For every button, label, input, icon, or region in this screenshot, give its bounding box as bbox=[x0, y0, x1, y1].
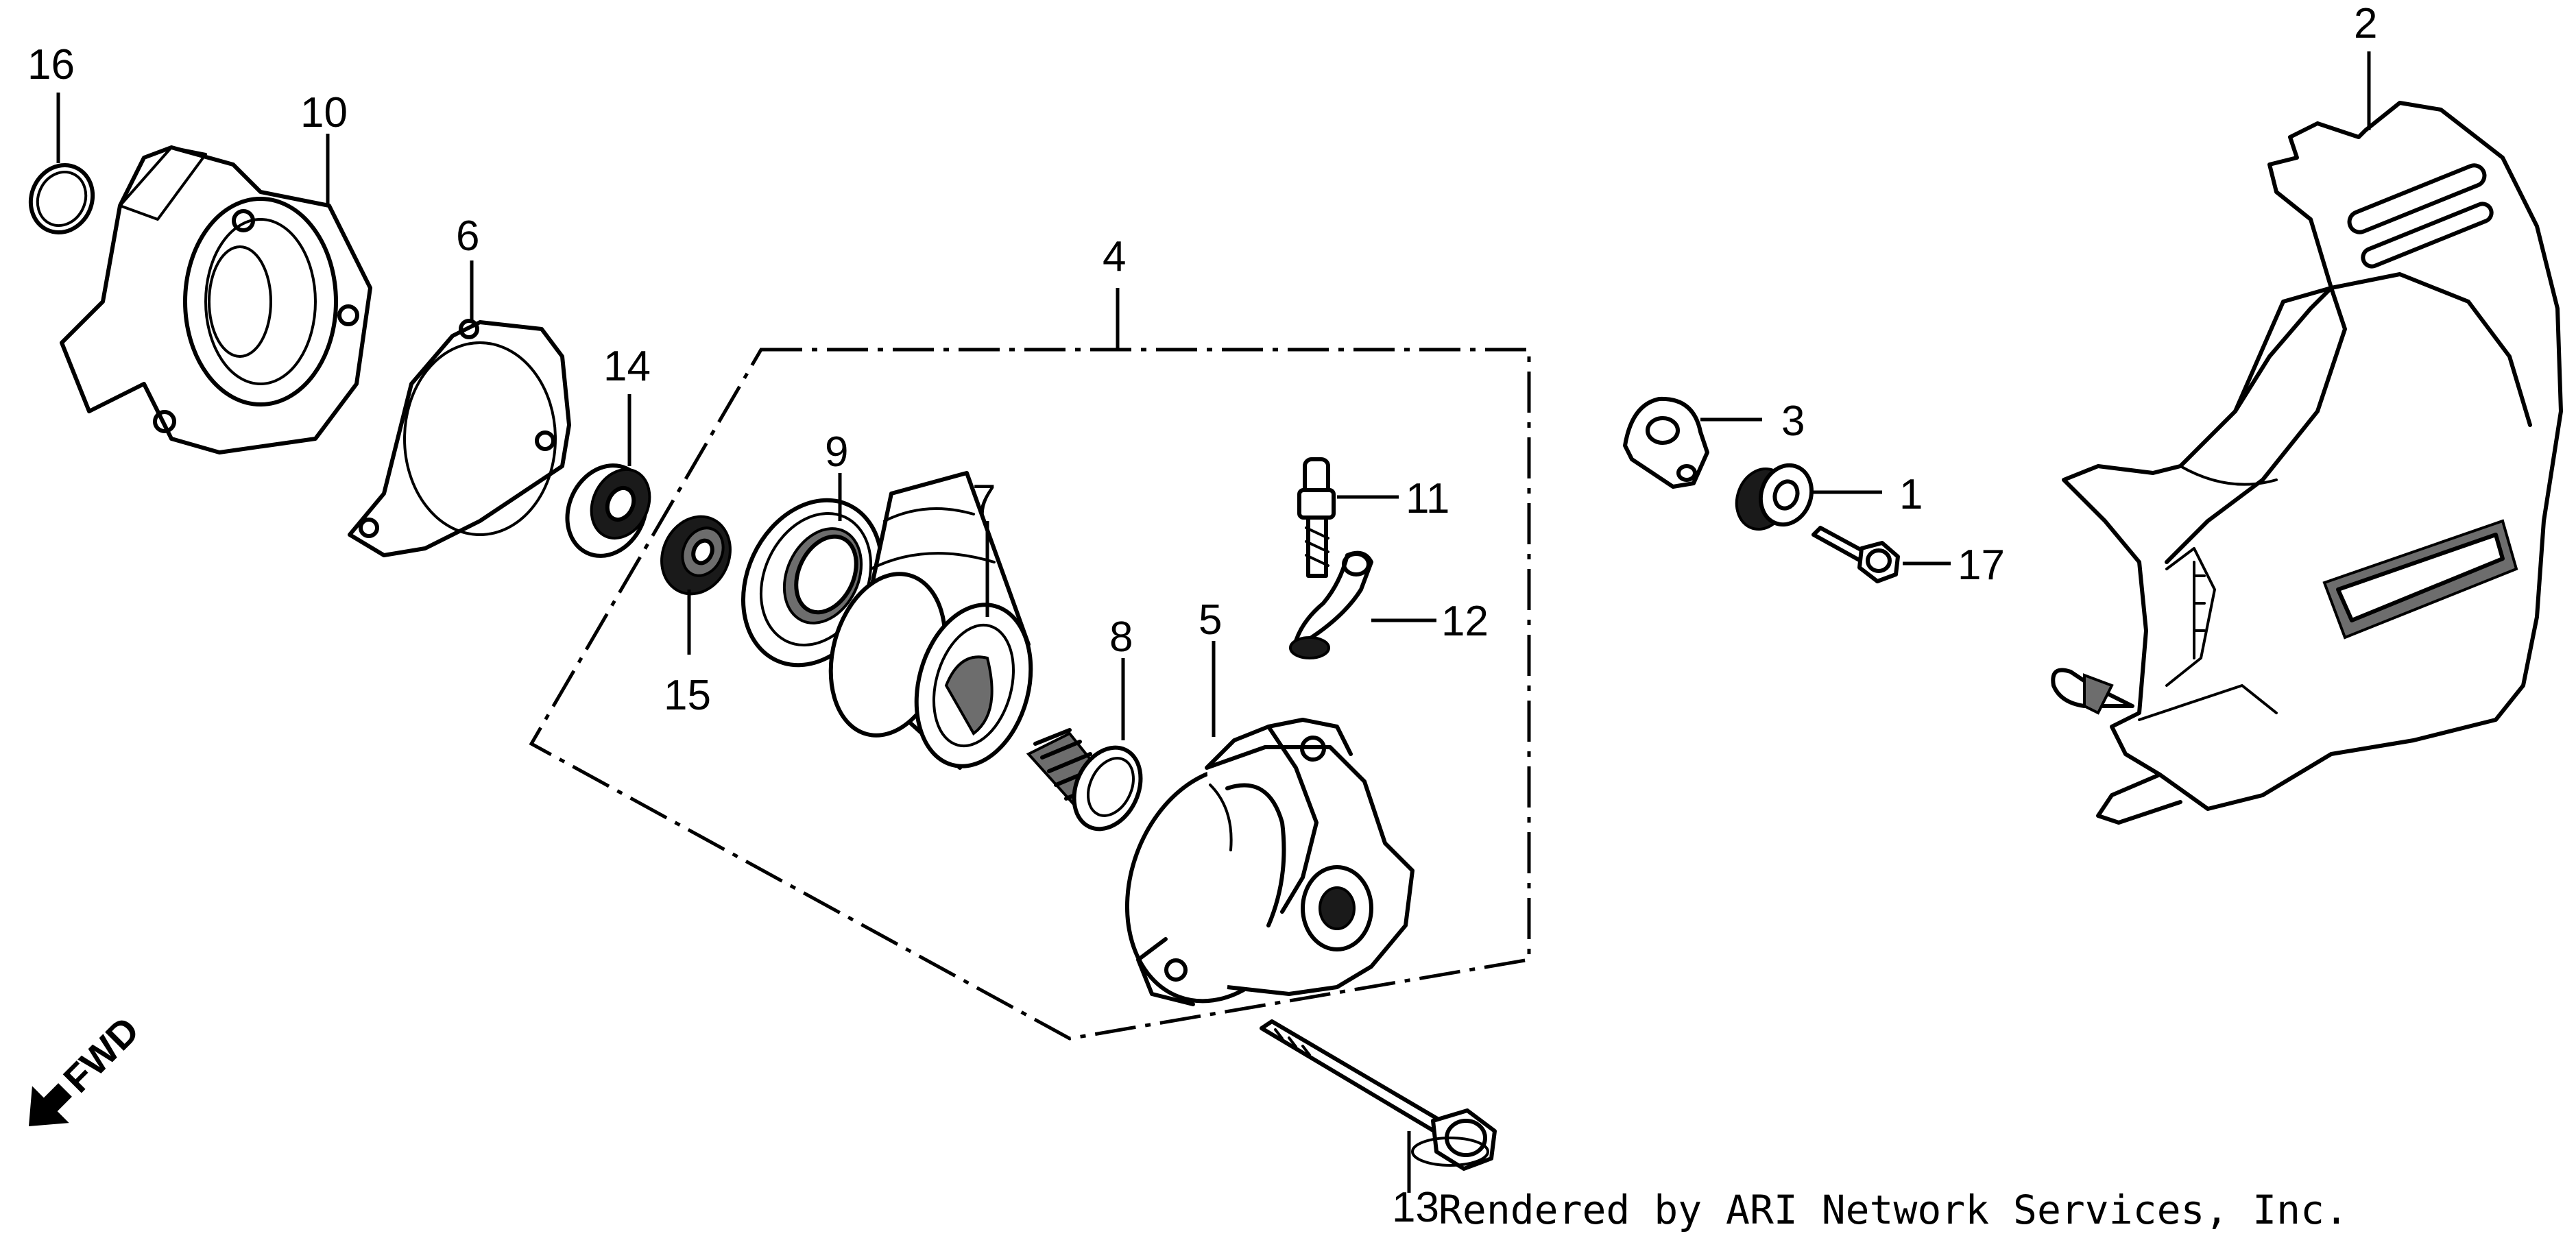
part-3-bracket bbox=[1623, 396, 1709, 489]
callout-4: 4 bbox=[1103, 233, 1126, 280]
callout-7: 7 bbox=[972, 476, 996, 524]
credit-text: Rendered by ARI Network Services, Inc. bbox=[1439, 1187, 2348, 1233]
part-2-cover bbox=[2051, 101, 2563, 825]
callout-15: 15 bbox=[664, 672, 711, 719]
callout-6: 6 bbox=[456, 213, 479, 260]
part-15-bearing bbox=[660, 515, 732, 596]
part-16-o-ring bbox=[28, 163, 95, 234]
callout-3: 3 bbox=[1781, 398, 1805, 445]
assembly-4-outline bbox=[529, 348, 1531, 1041]
part-5-cylinder-body bbox=[1124, 718, 1415, 1006]
callout-16: 16 bbox=[27, 41, 75, 88]
part-10-housing bbox=[60, 145, 372, 454]
part-11-bleeder bbox=[1297, 457, 1336, 578]
part-6-gasket bbox=[348, 319, 571, 557]
callout-12: 12 bbox=[1441, 598, 1489, 645]
callout-11: 11 bbox=[1406, 475, 1449, 522]
part-17-screw bbox=[1811, 526, 1900, 583]
part-7-sleeve bbox=[828, 471, 1033, 770]
part-13-bolt bbox=[1260, 1019, 1497, 1171]
fwd-label: FWD bbox=[55, 1008, 147, 1101]
part-8-spring bbox=[1026, 728, 1143, 832]
callout-8: 8 bbox=[1109, 614, 1133, 661]
callout-17: 17 bbox=[1958, 542, 2005, 589]
callout-1: 1 bbox=[1899, 471, 1923, 518]
callout-13: 13 bbox=[1392, 1184, 1439, 1231]
fwd-arrow: FWD bbox=[28, 1008, 147, 1127]
part-1-grommet bbox=[1735, 463, 1814, 531]
callout-14: 14 bbox=[603, 343, 651, 390]
callout-10: 10 bbox=[300, 89, 348, 136]
part-14-bearing bbox=[565, 463, 651, 558]
callout-9: 9 bbox=[825, 428, 848, 476]
part-12-cap bbox=[1289, 550, 1373, 659]
callout-5: 5 bbox=[1199, 596, 1222, 644]
callout-2: 2 bbox=[2354, 0, 2377, 47]
